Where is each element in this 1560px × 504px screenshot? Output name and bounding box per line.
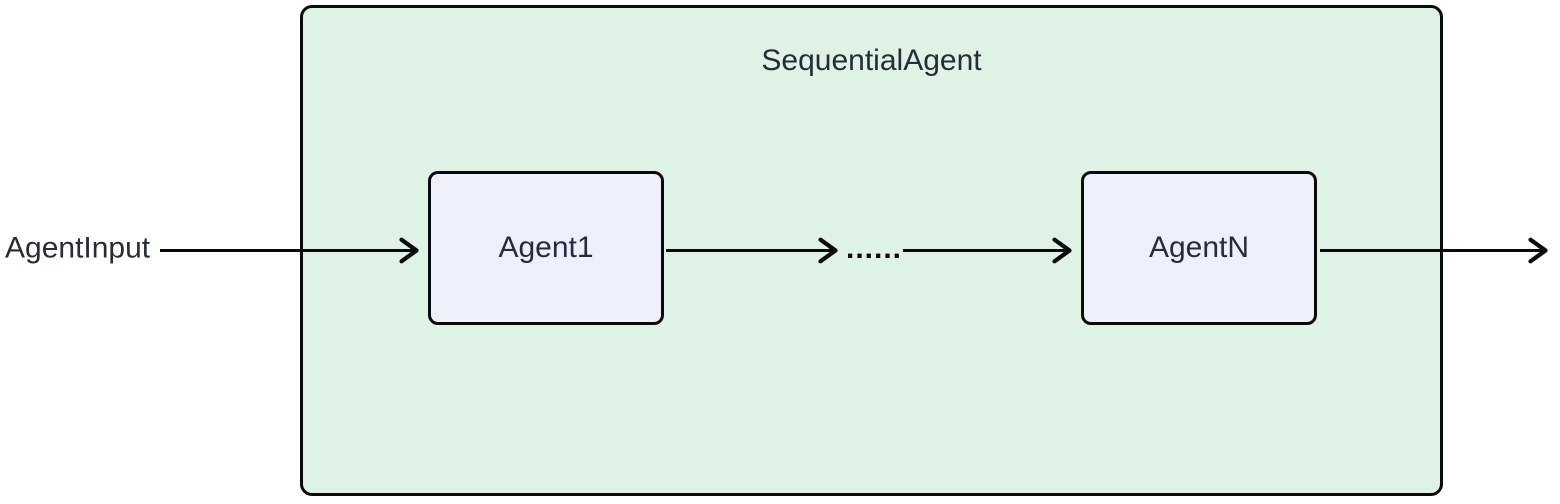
node-agent1: Agent1 bbox=[428, 171, 664, 325]
agent-input-label: AgentInput bbox=[5, 231, 151, 265]
node-agentN-label: AgentN bbox=[1148, 231, 1250, 264]
sequential-agent-title: SequentialAgent bbox=[761, 44, 982, 77]
ellipsis-label: ...... bbox=[846, 232, 903, 265]
node-agent1-label: Agent1 bbox=[498, 231, 594, 264]
node-agentN: AgentN bbox=[1081, 171, 1317, 325]
